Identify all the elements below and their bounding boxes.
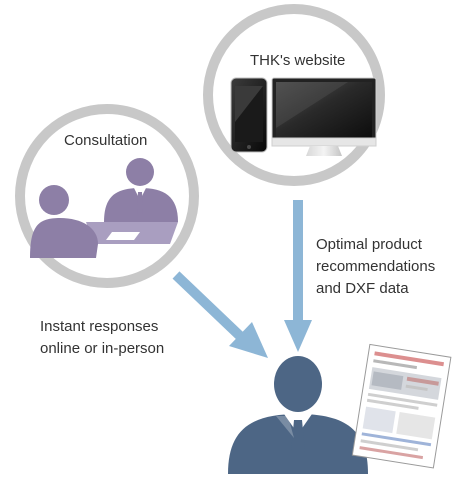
consultation-title: Consultation xyxy=(64,132,148,149)
consultation-caption: Instant responses online or in-person xyxy=(40,316,164,360)
consultation-caption-line: Instant responses xyxy=(40,318,159,335)
website-caption-line: Optimal product xyxy=(316,236,422,253)
businessman-icon xyxy=(228,356,368,474)
people-at-desk-icon xyxy=(30,158,178,258)
website-caption-line: recommendations xyxy=(316,258,436,275)
smartphone-and-monitor-icon xyxy=(230,77,377,156)
arrow-consultation-to-customer xyxy=(172,271,268,358)
dxf-document-icon xyxy=(351,343,452,469)
website-title: THK's website xyxy=(250,52,346,69)
consultation-caption-line: online or in-person xyxy=(40,340,165,357)
website-caption: Optimal product recommendations and DXF … xyxy=(316,234,435,300)
website-caption-line: and DXF data xyxy=(316,280,409,297)
arrow-website-to-customer xyxy=(284,200,312,352)
